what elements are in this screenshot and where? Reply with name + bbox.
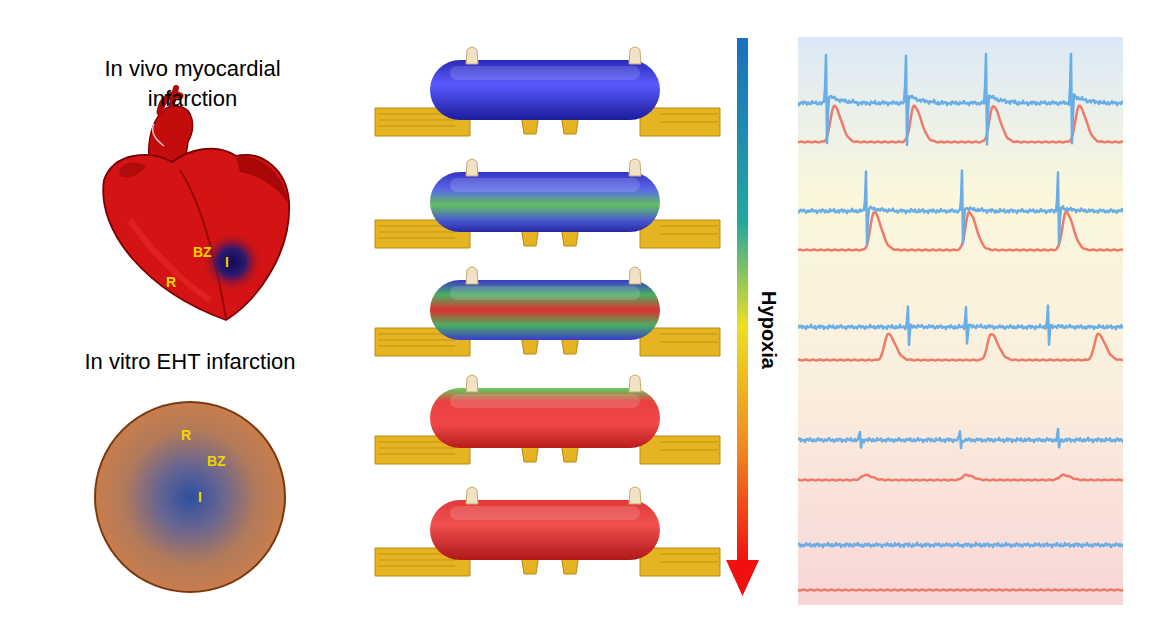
electrode-line xyxy=(378,566,455,567)
pillar-post xyxy=(466,159,478,176)
electrode-line xyxy=(660,226,718,227)
gold-electrode xyxy=(640,108,720,136)
axis-label: Hypoxia xyxy=(757,291,780,369)
heart-illustration xyxy=(103,88,289,320)
gold-electrode xyxy=(640,220,720,248)
zone-label: I xyxy=(225,254,229,270)
capsule-highlight xyxy=(450,178,640,192)
eht-disc xyxy=(95,402,285,592)
electrode-line xyxy=(378,126,455,127)
electrode-line xyxy=(660,450,718,451)
electrode-line xyxy=(378,346,455,347)
calcium-trace xyxy=(798,334,1123,361)
electrode-line xyxy=(660,334,718,335)
zone-label: BZ xyxy=(207,453,226,469)
calcium-trace xyxy=(798,212,1123,251)
electrode-line xyxy=(660,342,718,343)
tissue-capsule xyxy=(430,60,660,120)
gold-electrode xyxy=(640,548,720,576)
zone-label: BZ xyxy=(193,244,212,260)
pillar-post xyxy=(629,47,641,64)
panel-title: In vitro EHT infarction xyxy=(40,347,340,377)
zone-label: R xyxy=(181,427,191,443)
field-potential-trace xyxy=(798,54,1123,145)
tissue-capsule xyxy=(430,172,660,232)
pillar-post xyxy=(629,375,641,392)
tissue-capsule xyxy=(430,500,660,560)
electrode-line xyxy=(660,442,718,443)
capsule-highlight xyxy=(450,66,640,80)
pillar-post xyxy=(466,47,478,64)
electrode-line xyxy=(378,560,455,561)
field-potential-trace xyxy=(798,429,1123,448)
zone-label: R xyxy=(166,274,176,290)
eht-tissue xyxy=(375,159,720,248)
eht-tissue-stack xyxy=(375,47,720,576)
hypoxia-arrow xyxy=(726,38,759,596)
electrode-line xyxy=(378,340,455,341)
electrode-line xyxy=(660,122,718,123)
panel-title: In vivo myocardial infarction xyxy=(70,54,315,114)
electrode-line xyxy=(378,120,455,121)
eht-disc-panel: In vitro EHT infarctionR BZ I xyxy=(40,345,340,600)
electrode-line xyxy=(378,232,455,233)
pillar-post xyxy=(466,375,478,392)
calcium-trace xyxy=(798,475,1123,481)
tissue-capsule xyxy=(430,388,660,448)
pillar-post xyxy=(466,267,478,284)
electrode-line xyxy=(378,454,455,455)
calcium-trace xyxy=(798,588,1123,591)
gold-electrode xyxy=(640,328,720,356)
electrode-line xyxy=(378,238,455,239)
field-potential-trace xyxy=(798,543,1123,548)
field-potential-trace xyxy=(798,305,1123,344)
eht-tissue xyxy=(375,47,720,136)
eht-tissue xyxy=(375,487,720,576)
signal-traces xyxy=(798,54,1123,590)
eht-tissue xyxy=(375,267,720,356)
pillar-post xyxy=(629,267,641,284)
trace-panel xyxy=(798,37,1123,605)
electrode-line xyxy=(378,448,455,449)
electrode-line xyxy=(660,554,718,555)
electrode-line xyxy=(660,234,718,235)
pillar-post xyxy=(629,159,641,176)
electrode-line xyxy=(660,114,718,115)
tissue-capsule xyxy=(430,280,660,340)
capsule-highlight xyxy=(450,286,640,300)
pillar-post xyxy=(466,487,478,504)
eht-tissue xyxy=(375,375,720,464)
electrode-line xyxy=(660,562,718,563)
capsule-highlight xyxy=(450,394,640,408)
field-potential-trace xyxy=(798,171,1123,245)
capsule-highlight xyxy=(450,506,640,520)
pillar-post xyxy=(629,487,641,504)
gold-electrode xyxy=(640,436,720,464)
zone-label: I xyxy=(198,489,202,505)
heart-panel: In vivo myocardial infarctionBZ I R xyxy=(70,52,315,332)
